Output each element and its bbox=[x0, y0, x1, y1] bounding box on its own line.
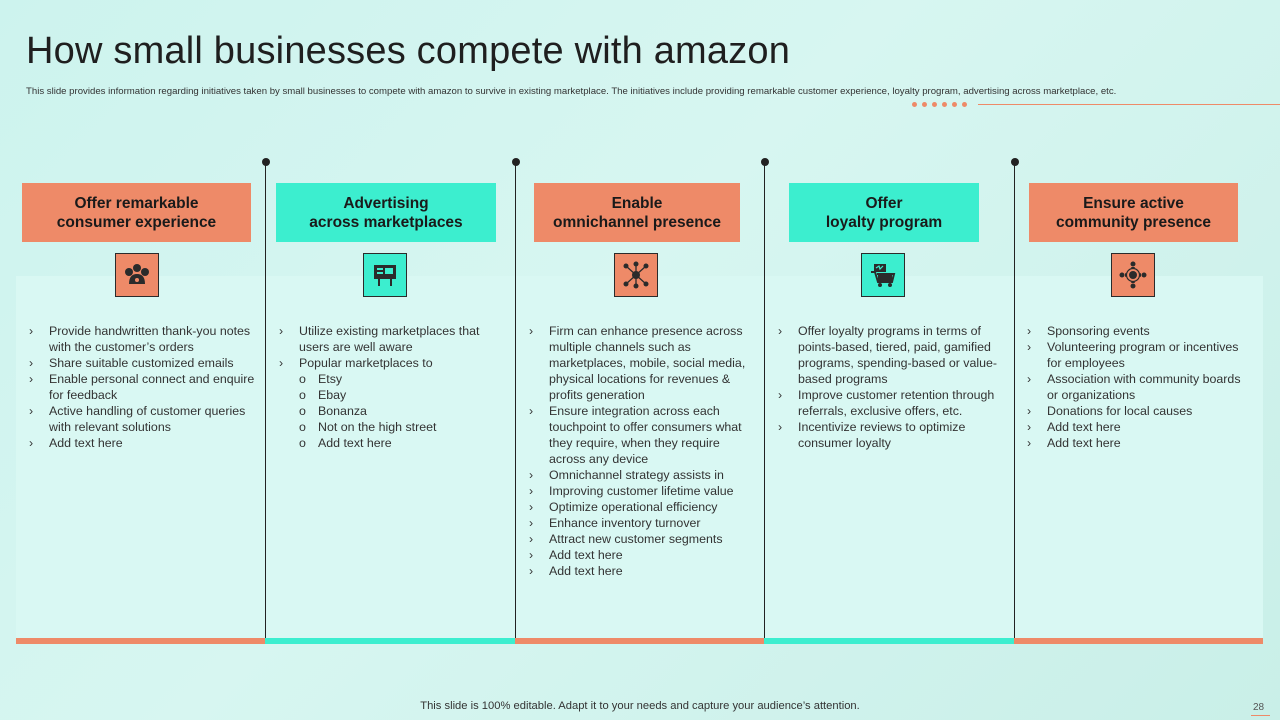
column-header-label: Enable omnichannel presence bbox=[553, 194, 721, 231]
bottom-stripe-3 bbox=[515, 638, 764, 644]
list-item: Add text here bbox=[529, 547, 755, 563]
customer-feedback-icon bbox=[115, 253, 159, 297]
list-item: Volunteering program or incentives for e… bbox=[1027, 339, 1253, 371]
list-item: Enhance inventory turnover bbox=[529, 515, 755, 531]
column-list-advertising: Utilize existing marketplaces that users… bbox=[279, 323, 504, 451]
divider-line-3 bbox=[764, 162, 765, 638]
list-item: Sponsoring events bbox=[1027, 323, 1253, 339]
list-item: Add text here bbox=[1027, 435, 1253, 451]
column-header-omnichannel: Enable omnichannel presence bbox=[534, 183, 740, 242]
column-header-label: Advertising across marketplaces bbox=[309, 194, 463, 231]
list-item: Active handling of customer queries with… bbox=[29, 403, 257, 435]
column-list-consumer-experience: Provide handwritten thank-you notes with… bbox=[29, 323, 257, 451]
slide-title: How small businesses compete with amazon bbox=[26, 30, 791, 72]
bottom-stripe-5 bbox=[1014, 638, 1263, 644]
list-item: Improving customer lifetime value bbox=[529, 483, 755, 499]
billboard-ad-icon bbox=[363, 253, 407, 297]
column-header-loyalty: Offer loyalty program bbox=[789, 183, 979, 242]
divider-line-1 bbox=[265, 162, 266, 638]
list-item: Add text here bbox=[529, 563, 755, 579]
column-header-label: Offer remarkable consumer experience bbox=[56, 194, 217, 231]
list-item: Utilize existing marketplaces that users… bbox=[279, 323, 504, 355]
list-item: Optimize operational efficiency bbox=[529, 499, 755, 515]
list-item: Association with community boards or org… bbox=[1027, 371, 1253, 403]
page-number: 28 bbox=[1253, 702, 1265, 713]
slide-subtitle: This slide provides information regardin… bbox=[26, 86, 1117, 97]
list-item: Donations for local causes bbox=[1027, 403, 1253, 419]
decorative-line bbox=[978, 104, 1280, 105]
column-list-community: Sponsoring events Volunteering program o… bbox=[1027, 323, 1253, 451]
sub-list-item: Etsy bbox=[279, 371, 504, 387]
community-people-icon bbox=[1111, 253, 1155, 297]
sub-list-item: Ebay bbox=[279, 387, 504, 403]
divider-dot-2 bbox=[512, 158, 520, 166]
list-item: Add text here bbox=[29, 435, 257, 451]
divider-dot-4 bbox=[1011, 158, 1019, 166]
column-header-label: Ensure active community presence bbox=[1055, 194, 1212, 231]
column-header-advertising: Advertising across marketplaces bbox=[276, 183, 496, 242]
bottom-stripe-1 bbox=[16, 638, 265, 644]
decorative-dots bbox=[912, 102, 967, 107]
slide-footer: This slide is 100% editable. Adapt it to… bbox=[420, 700, 860, 712]
divider-dot-1 bbox=[262, 158, 270, 166]
list-item: Attract new customer segments bbox=[529, 531, 755, 547]
list-item: Share suitable customized emails bbox=[29, 355, 257, 371]
bottom-stripe-4 bbox=[764, 638, 1014, 644]
column-header-consumer-experience: Offer remarkable consumer experience bbox=[22, 183, 251, 242]
list-item: Provide handwritten thank-you notes with… bbox=[29, 323, 257, 355]
column-header-community: Ensure active community presence bbox=[1029, 183, 1238, 242]
list-item: Popular marketplaces to bbox=[279, 355, 504, 371]
list-item: Incentivize reviews to optimize consumer… bbox=[778, 419, 1004, 451]
list-item: Omnichannel strategy assists in bbox=[529, 467, 755, 483]
sub-list-item: Not on the high street bbox=[279, 419, 504, 435]
sub-list-item: Bonanza bbox=[279, 403, 504, 419]
network-hub-icon bbox=[614, 253, 658, 297]
divider-dot-3 bbox=[761, 158, 769, 166]
list-item: Firm can enhance presence across multipl… bbox=[529, 323, 755, 403]
divider-line-4 bbox=[1014, 162, 1015, 638]
list-item: Enable personal connect and enquire for … bbox=[29, 371, 257, 403]
column-list-omnichannel: Firm can enhance presence across multipl… bbox=[529, 323, 755, 579]
column-list-loyalty: Offer loyalty programs in terms of point… bbox=[778, 323, 1004, 451]
sub-list-item: Add text here bbox=[279, 435, 504, 451]
page-number-underline bbox=[1251, 715, 1270, 716]
list-item: Offer loyalty programs in terms of point… bbox=[778, 323, 1004, 387]
list-item: Ensure integration across each touchpoin… bbox=[529, 403, 755, 467]
shopping-cart-loyalty-icon bbox=[861, 253, 905, 297]
column-header-label: Offer loyalty program bbox=[825, 194, 943, 231]
list-item: Add text here bbox=[1027, 419, 1253, 435]
list-item: Improve customer retention through refer… bbox=[778, 387, 1004, 419]
bottom-stripe-2 bbox=[265, 638, 515, 644]
divider-line-2 bbox=[515, 162, 516, 638]
